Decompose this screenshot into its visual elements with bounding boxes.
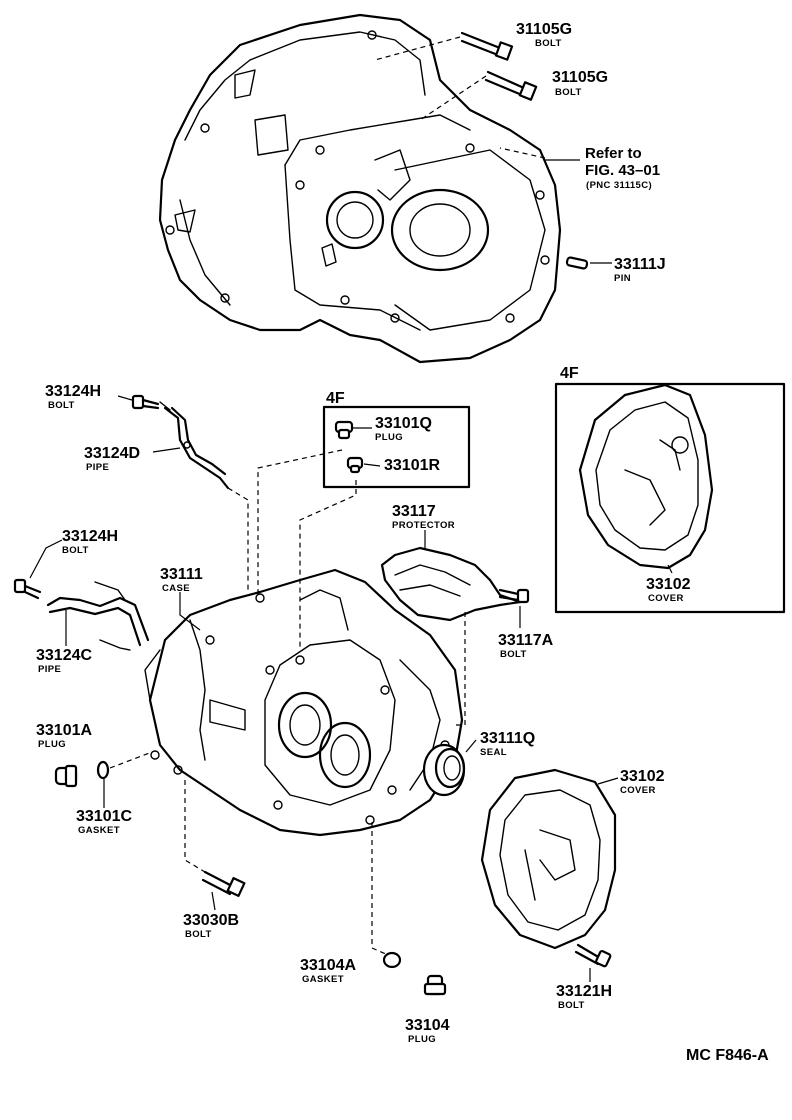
sublabel-33117: PROTECTOR bbox=[392, 520, 455, 531]
sublabel-33124h-upper: BOLT bbox=[48, 400, 75, 411]
sublabel-33121h: BOLT bbox=[558, 1000, 585, 1011]
refer-line-1: Refer to bbox=[585, 145, 642, 162]
label-31105g-lower: 31105G bbox=[552, 69, 608, 86]
label-33111: 33111 bbox=[160, 566, 203, 583]
gasket-33104a bbox=[382, 951, 402, 969]
label-33124c: 33124C bbox=[36, 647, 92, 664]
cover-33102-main bbox=[480, 768, 617, 950]
dash-refer bbox=[499, 147, 546, 159]
sublabel-31105g-upper: BOLT bbox=[535, 38, 562, 49]
label-33111j: 33111J bbox=[614, 256, 666, 273]
plug-33101q bbox=[334, 420, 354, 440]
leader-33124d bbox=[152, 447, 181, 453]
sublabel-33030b: BOLT bbox=[185, 929, 212, 940]
leader-33124h-lower bbox=[29, 539, 63, 579]
leader-33111 bbox=[179, 592, 201, 631]
leader-33111q bbox=[465, 739, 477, 753]
label-33101c: 33101C bbox=[76, 808, 132, 825]
dash-plug-4f bbox=[257, 449, 343, 594]
figure-code: MC F846-A bbox=[686, 1047, 769, 1064]
leader-33101r bbox=[363, 463, 381, 467]
label-33124h-lower: 33124H bbox=[62, 528, 118, 545]
bolt-31105g-upper bbox=[460, 31, 514, 61]
leader-31105g-lower bbox=[419, 75, 487, 121]
dash-bolt-33030b bbox=[184, 780, 206, 873]
dash-plug-33101a bbox=[109, 751, 153, 769]
bolt-33124h-upper bbox=[131, 394, 160, 410]
sublabel-33102-inset: COVER bbox=[648, 593, 684, 604]
pin-33111j bbox=[565, 256, 589, 270]
dash-pipe-33124d bbox=[227, 487, 249, 590]
dash-gasket-33104a bbox=[371, 822, 389, 956]
gasket-33101c bbox=[96, 760, 110, 780]
sublabel-33104: PLUG bbox=[408, 1034, 436, 1045]
label-33124h-upper: 33124H bbox=[45, 383, 101, 400]
plug-33101r bbox=[346, 456, 364, 474]
sublabel-33111j: PIN bbox=[614, 273, 631, 284]
label-33124d: 33124D bbox=[84, 445, 140, 462]
sublabel-33124d: PIPE bbox=[86, 462, 109, 473]
sublabel-33104a: GASKET bbox=[302, 974, 344, 985]
sublabel-33117a: BOLT bbox=[500, 649, 527, 660]
pipe-33124c bbox=[46, 581, 150, 651]
label-33101a: 33101A bbox=[36, 722, 92, 739]
leader-33124h-upper bbox=[117, 395, 133, 401]
label-33117a: 33117A bbox=[498, 632, 554, 649]
bolt-33124h-lower bbox=[13, 578, 42, 600]
leader-33030b bbox=[211, 891, 216, 911]
sublabel-33101q: PLUG bbox=[375, 432, 403, 443]
pipe-33124d bbox=[159, 401, 230, 490]
label-33101q: 33101Q bbox=[375, 415, 432, 432]
bolt-33121h bbox=[574, 943, 612, 968]
cover-33102-inset bbox=[578, 383, 714, 570]
sublabel-31105g-lower: BOLT bbox=[555, 87, 582, 98]
sublabel-33124c: PIPE bbox=[38, 664, 61, 675]
label-33121h: 33121H bbox=[556, 983, 612, 1000]
bolt-31105g-lower bbox=[484, 70, 538, 101]
leader-31105g-upper bbox=[374, 36, 461, 61]
transaxle-housing-drawing bbox=[158, 13, 562, 364]
sublabel-33111: CASE bbox=[162, 583, 190, 594]
transaxle-case-drawing bbox=[144, 568, 464, 837]
dash-plug-33101r bbox=[299, 480, 357, 650]
label-33101r: 33101R bbox=[384, 457, 440, 474]
label-inset-4f: 4F bbox=[560, 365, 579, 382]
label-33104: 33104 bbox=[405, 1017, 450, 1034]
inset-4f-box bbox=[554, 382, 786, 614]
label-group-4f: 4F bbox=[326, 390, 345, 407]
bolt-33030b bbox=[201, 870, 246, 897]
label-31105g-upper: 31105G bbox=[516, 21, 572, 38]
sublabel-33124h-lower: BOLT bbox=[62, 545, 89, 556]
bolt-33117a bbox=[498, 588, 530, 604]
sublabel-33102-main: COVER bbox=[620, 785, 656, 796]
label-33111q: 33111Q bbox=[480, 730, 535, 747]
label-33102-inset: 33102 bbox=[646, 576, 691, 593]
sublabel-33101c: GASKET bbox=[78, 825, 120, 836]
plug-33104 bbox=[423, 974, 447, 996]
leader-33102-inset bbox=[667, 564, 673, 574]
label-33104a: 33104A bbox=[300, 957, 356, 974]
group-4f-box bbox=[322, 405, 471, 489]
label-33117: 33117 bbox=[392, 503, 436, 520]
leader-33102-main bbox=[597, 777, 619, 785]
seal-33111q bbox=[422, 743, 466, 797]
protector-33117 bbox=[380, 546, 522, 622]
sublabel-33111q: SEAL bbox=[480, 747, 507, 758]
plug-33101a bbox=[54, 764, 78, 788]
refer-line-2: FIG. 43–01 bbox=[585, 162, 660, 179]
label-33102-main: 33102 bbox=[620, 768, 665, 785]
dash-protector bbox=[455, 612, 466, 726]
label-33030b: 33030B bbox=[183, 912, 239, 929]
sublabel-33101a: PLUG bbox=[38, 739, 66, 750]
refer-line-3: (PNC 31115C) bbox=[586, 180, 652, 191]
